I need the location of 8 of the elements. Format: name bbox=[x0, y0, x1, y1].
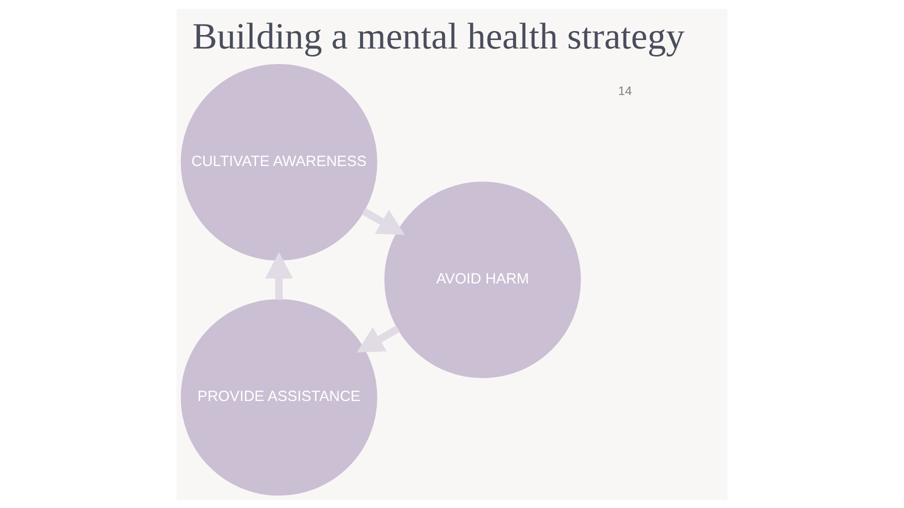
node-circle: CULTIVATE AWARENESS bbox=[180, 64, 378, 260]
diagram-title: Building a mental health strategy bbox=[192, 16, 685, 58]
arrow bbox=[362, 207, 405, 234]
label: 14 bbox=[618, 84, 632, 98]
node-circle: AVOID HARM bbox=[384, 181, 581, 378]
node-circle: PROVIDE ASSISTANCE bbox=[180, 298, 378, 496]
arrow bbox=[265, 252, 293, 300]
arrow bbox=[356, 324, 400, 352]
